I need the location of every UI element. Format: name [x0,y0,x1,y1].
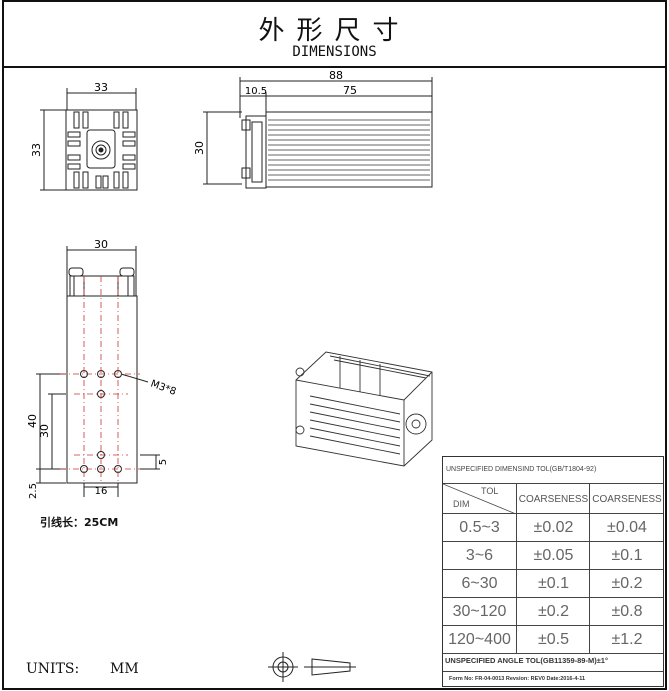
row-tol-b: ±0.04 [589,514,664,542]
bottom-width-dim: 30 [94,238,108,251]
row-tol-b: ±0.2 [589,570,664,598]
title-chinese: 外形尺寸 [258,16,411,46]
form-row [443,671,663,686]
title-english: DIMENSIONS [292,44,377,60]
side-height-dim: 30 [193,141,206,155]
row-dim: 3~6 [465,547,494,564]
side-flange-dim: 10.5 [245,86,267,97]
form-info: Form No: FR-04-0013 Revsion: REV0 Date:2… [449,676,586,682]
row-dim: 0.5~3 [459,519,500,536]
tolerance-table: UNSPECIFIED DIMENSIND TOL(GB/T1804-92) T… [442,456,664,687]
dim-16: 16 [95,486,108,497]
tolerance-header-row: TOL DIM COARSENESS COARSENESS [443,483,663,514]
header-dim: DIM [453,499,470,509]
row-tol-b: ±0.8 [589,598,664,626]
top-view [40,88,138,191]
table-row: 6~30 ±0.1 ±0.2 [443,569,663,598]
table-row: 0.5~3 ±0.02 ±0.04 [443,513,663,542]
row-tol-a: ±0.05 [516,542,590,570]
side-view-fins [268,119,430,181]
projection-symbol-icon [268,652,356,682]
angle-tolerance: UNSPECIFIED ANGLE TOL(GB11359-89-M)±1° [445,656,608,665]
dim-40: 40 [26,414,39,428]
header-dim-tol: TOL DIM [443,484,516,514]
header-tol: TOL [481,486,499,496]
top-width-dim: 33 [94,81,108,94]
table-row: 3~6 ±0.05 ±0.1 [443,541,663,570]
row-dim: 120~400 [448,631,511,648]
dim-30: 30 [38,424,51,438]
header-diagonal [443,484,516,514]
header-coarseness-1: COARSENESS [516,484,590,514]
bottom-view-centerlines [60,276,140,483]
row-dim: 6~30 [461,575,498,592]
isometric-view [295,351,433,467]
row-tol-a: ±0.5 [516,626,590,654]
angle-tol-row [443,653,663,672]
header-coarseness-2: COARSENESS [589,484,664,514]
row-tol-b: ±1.2 [589,626,664,654]
dim-2-5: 2.5 [28,483,39,499]
row-tol-a: ±0.02 [516,514,590,542]
table-row: 30~120 ±0.2 ±0.8 [443,597,663,626]
row-tol-a: ±0.1 [516,570,590,598]
bottom-view [36,246,160,497]
top-height-dim: 33 [30,143,43,157]
side-body-dim: 75 [343,84,357,97]
dim-5: 5 [158,459,169,465]
row-tol-a: ±0.2 [516,598,590,626]
units-label: UNITS: [26,661,80,677]
cable-length-note: 引线长：25CM [40,516,119,529]
row-dim: 30~120 [452,603,507,620]
side-view [203,77,433,189]
hole-callout: M3*8 [149,378,178,397]
side-total-dim: 88 [329,69,343,82]
units-value: MM [110,661,139,677]
tolerance-caption: UNSPECIFIED DIMENSIND TOL(GB/T1804-92) [446,466,597,473]
table-row: 120~400 ±0.5 ±1.2 [443,625,663,654]
row-tol-b: ±0.1 [589,542,664,570]
